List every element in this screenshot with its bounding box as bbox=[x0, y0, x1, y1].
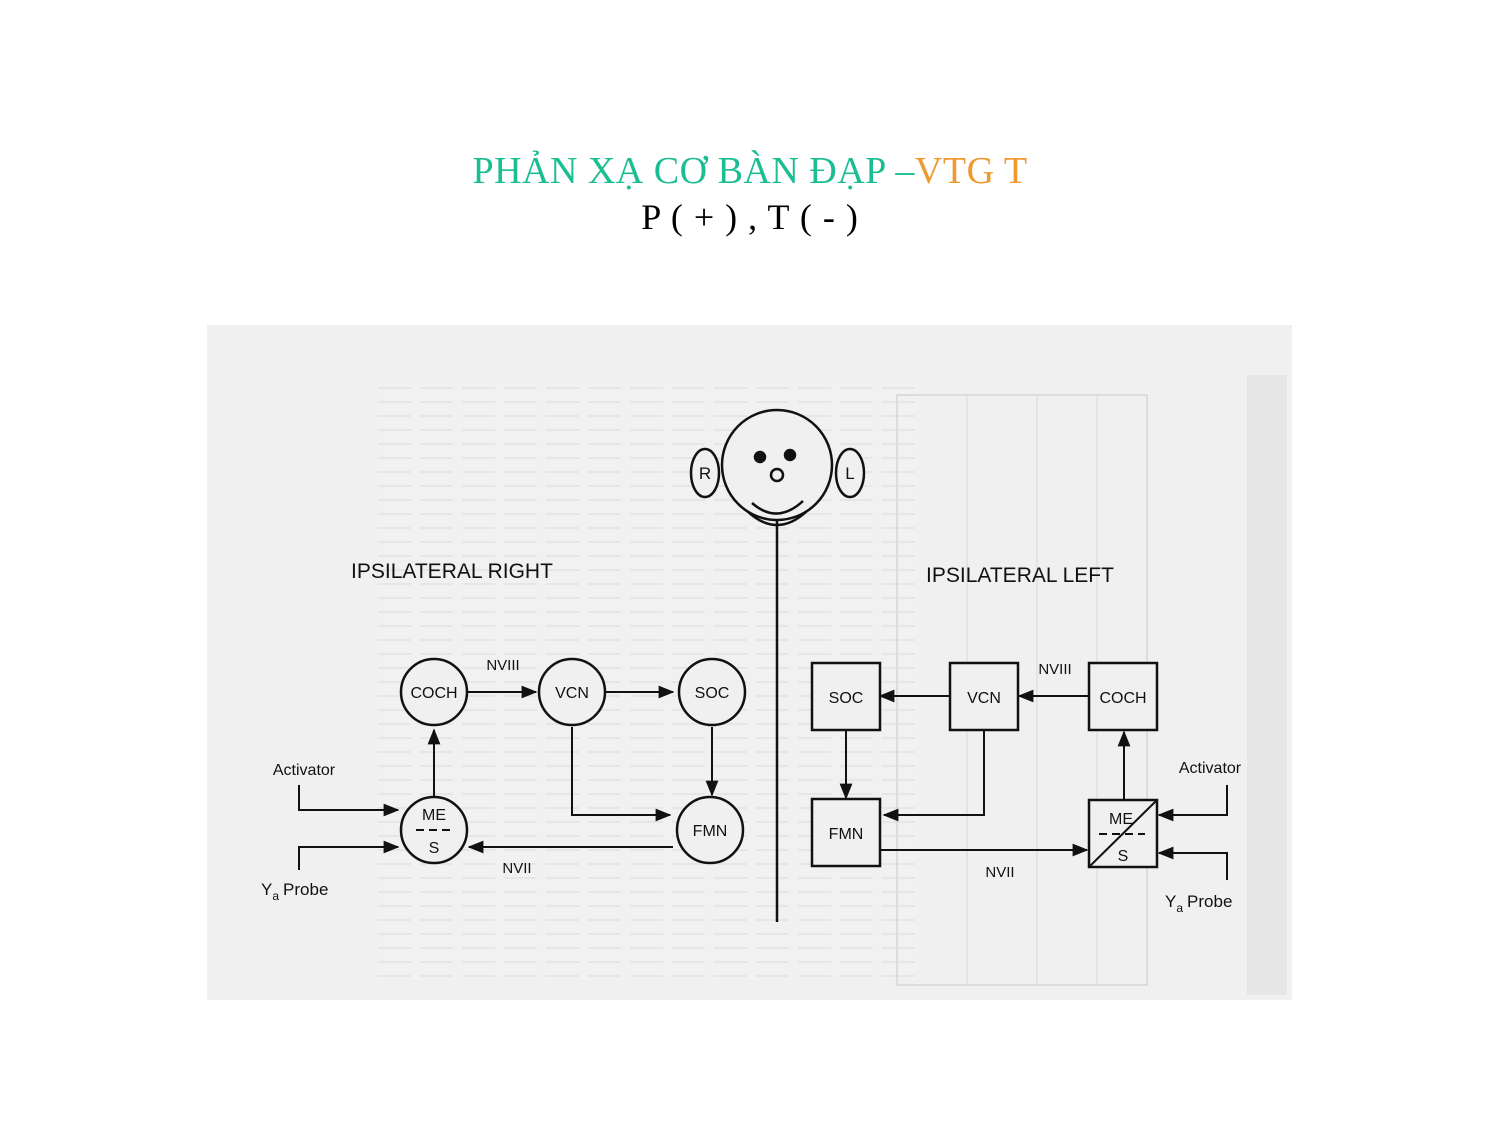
left-coch-node: COCH bbox=[1087, 661, 1159, 732]
right-activator-label: Activator bbox=[273, 762, 336, 779]
right-connections bbox=[298, 685, 719, 870]
right-probe-y: Y bbox=[261, 880, 272, 899]
slide-title: PHẢN XẠ CƠ BÀN ĐẠP –VTG T bbox=[0, 148, 1500, 194]
right-nvii-label: NVII bbox=[502, 860, 531, 877]
right-probe-word: Probe bbox=[283, 880, 328, 899]
slide-title-block: PHẢN XẠ CƠ BÀN ĐẠP –VTG T P ( + ) , T ( … bbox=[0, 148, 1500, 240]
left-vcn-node: VCN bbox=[948, 661, 1020, 732]
right-vcn-label: VCN bbox=[555, 685, 589, 702]
left-nviii-label: NVIII bbox=[1038, 661, 1071, 678]
ipsilateral-left-heading: IPSILATERAL LEFT bbox=[926, 564, 1114, 587]
left-coch-label: COCH bbox=[1099, 690, 1146, 707]
right-fmn-node: FMN bbox=[675, 795, 745, 865]
left-me-label: ME bbox=[1109, 811, 1133, 828]
left-s-label: S bbox=[1118, 848, 1129, 865]
left-soc-node: SOC bbox=[810, 661, 882, 732]
right-fmn-label: FMN bbox=[693, 823, 728, 840]
left-activator-label: Activator bbox=[1179, 760, 1242, 777]
reflex-diagram-scan: R L IPSILATERAL RIGHT COCH VCN SOC bbox=[207, 325, 1292, 1000]
right-ear-label: R bbox=[699, 464, 711, 483]
left-probe-sub: a bbox=[1176, 901, 1183, 915]
left-ear-label: L bbox=[845, 464, 854, 483]
right-coch-node: COCH bbox=[399, 657, 469, 727]
right-coch-label: COCH bbox=[410, 685, 457, 702]
left-probe-label: Ya Probe bbox=[1165, 892, 1232, 915]
right-probe-sub: a bbox=[272, 889, 279, 903]
right-nviii-label: NVIII bbox=[486, 657, 519, 674]
right-probe-label: Ya Probe bbox=[261, 880, 328, 903]
slide-subtitle: P ( + ) , T ( - ) bbox=[641, 197, 859, 237]
left-vcn-label: VCN bbox=[967, 690, 1001, 707]
face-icon bbox=[689, 408, 866, 922]
left-fmn-label: FMN bbox=[829, 826, 864, 843]
reflex-diagram: R L IPSILATERAL RIGHT COCH VCN SOC bbox=[207, 325, 1292, 1000]
right-s-label: S bbox=[429, 840, 440, 857]
title-highlight: VTG T bbox=[914, 150, 1028, 192]
right-soc-label: SOC bbox=[695, 685, 730, 702]
left-soc-label: SOC bbox=[829, 690, 864, 707]
left-fmn-node: FMN bbox=[810, 797, 882, 868]
left-probe-y: Y bbox=[1165, 892, 1176, 911]
right-soc-node: SOC bbox=[677, 657, 747, 727]
left-connections bbox=[839, 689, 1228, 880]
right-vcn-node: VCN bbox=[537, 657, 607, 727]
left-nvii-label: NVII bbox=[985, 864, 1014, 881]
right-me-node: ME S bbox=[399, 795, 469, 865]
title-main: PHẢN XẠ CƠ BÀN ĐẠP – bbox=[472, 150, 915, 192]
ipsilateral-right-heading: IPSILATERAL RIGHT bbox=[351, 560, 553, 583]
left-probe-word: Probe bbox=[1187, 892, 1232, 911]
left-me-node: ME S bbox=[1087, 798, 1159, 869]
right-me-label: ME bbox=[422, 807, 446, 824]
